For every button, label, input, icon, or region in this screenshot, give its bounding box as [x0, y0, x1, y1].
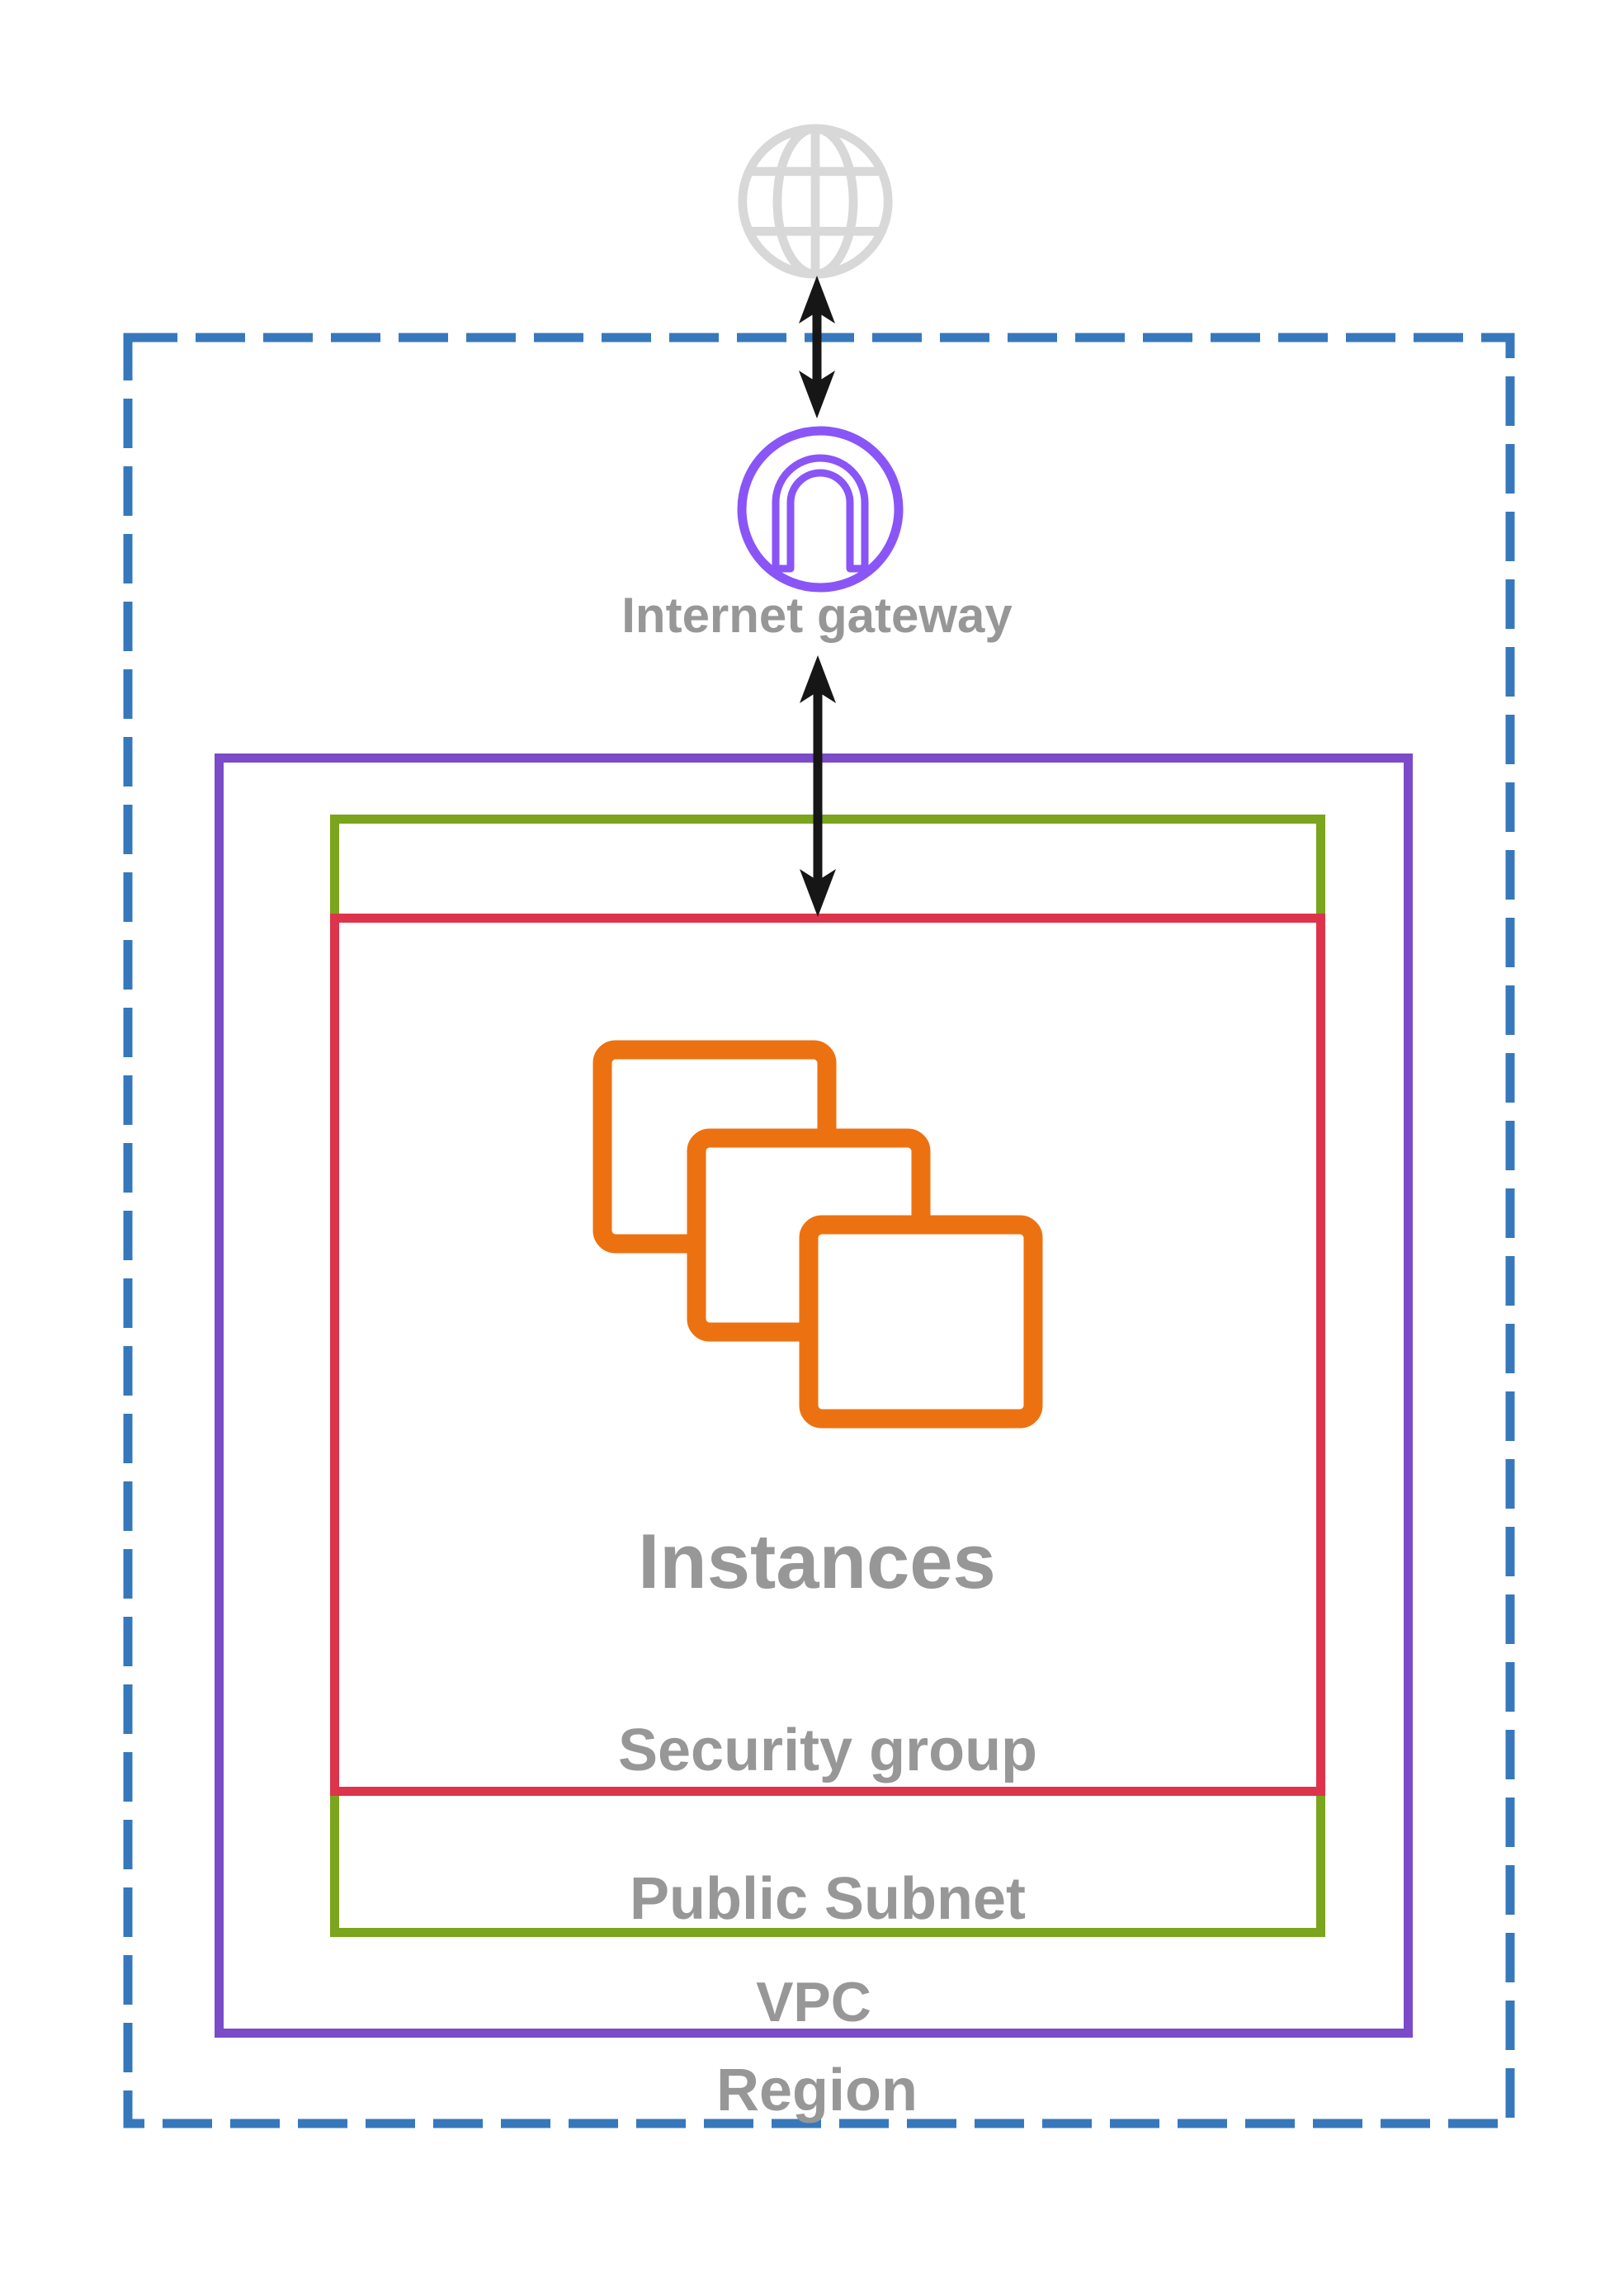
- instances-label: Instances: [638, 1518, 996, 1604]
- security-group-label: Security group: [617, 1717, 1038, 1783]
- internet-gateway-icon: [737, 426, 904, 593]
- region-label: Region: [716, 2057, 918, 2123]
- public-subnet-label: Public Subnet: [629, 1866, 1027, 1932]
- arrow-internet-to-gateway: [799, 276, 835, 418]
- internet-gateway-label: Internet gateway: [621, 588, 1013, 643]
- globe-icon: [738, 124, 893, 279]
- instances-icon: [592, 1040, 1043, 1429]
- vpc-label: VPC: [756, 1971, 871, 2034]
